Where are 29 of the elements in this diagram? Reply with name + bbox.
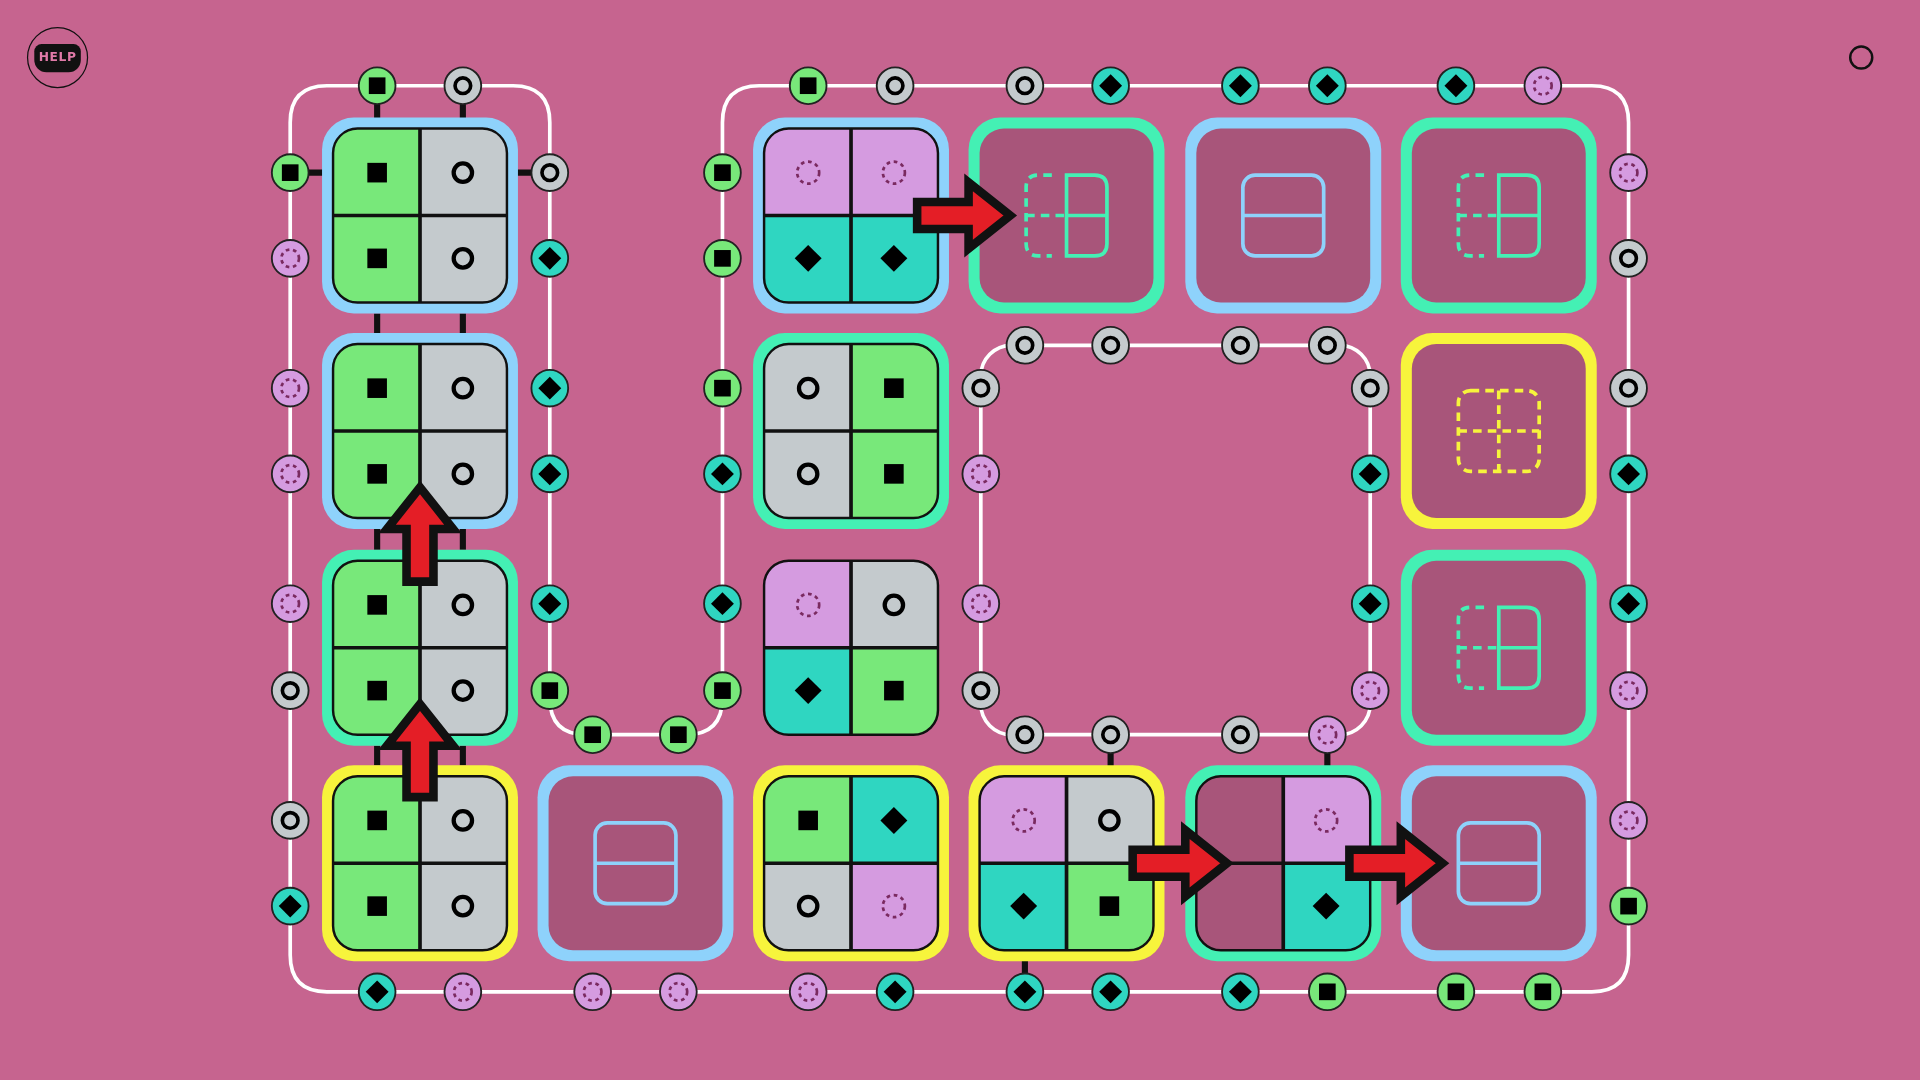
quadrant-tile [753,765,949,962]
link-line [374,745,381,766]
quadrant-tile [753,333,949,529]
empty-tile [1400,333,1597,529]
link-line [374,529,381,550]
link-line [459,313,466,334]
quadrant-tile [322,333,518,529]
link-line [459,745,466,766]
empty-tile [1400,549,1597,746]
arrow [1345,821,1450,906]
empty-tile [1400,765,1597,962]
quadrant-tile [968,765,1165,962]
empty-tile [1185,117,1382,314]
link-line [459,529,466,550]
arrow [1128,821,1234,906]
quadrant-tile [322,549,518,746]
quadrant-tile [322,765,518,962]
quadrant-tile [322,117,518,314]
quadrant-tile [1185,765,1382,962]
empty-tile [1400,117,1597,314]
empty-tile [968,117,1165,314]
arrow [912,173,1018,258]
arrow [378,480,462,586]
empty-tile [537,765,734,962]
quadrant-tile [762,559,940,736]
link-line [374,313,381,334]
quadrant-tile [753,117,949,314]
arrow [378,697,462,802]
help-button: HELP [26,26,89,89]
